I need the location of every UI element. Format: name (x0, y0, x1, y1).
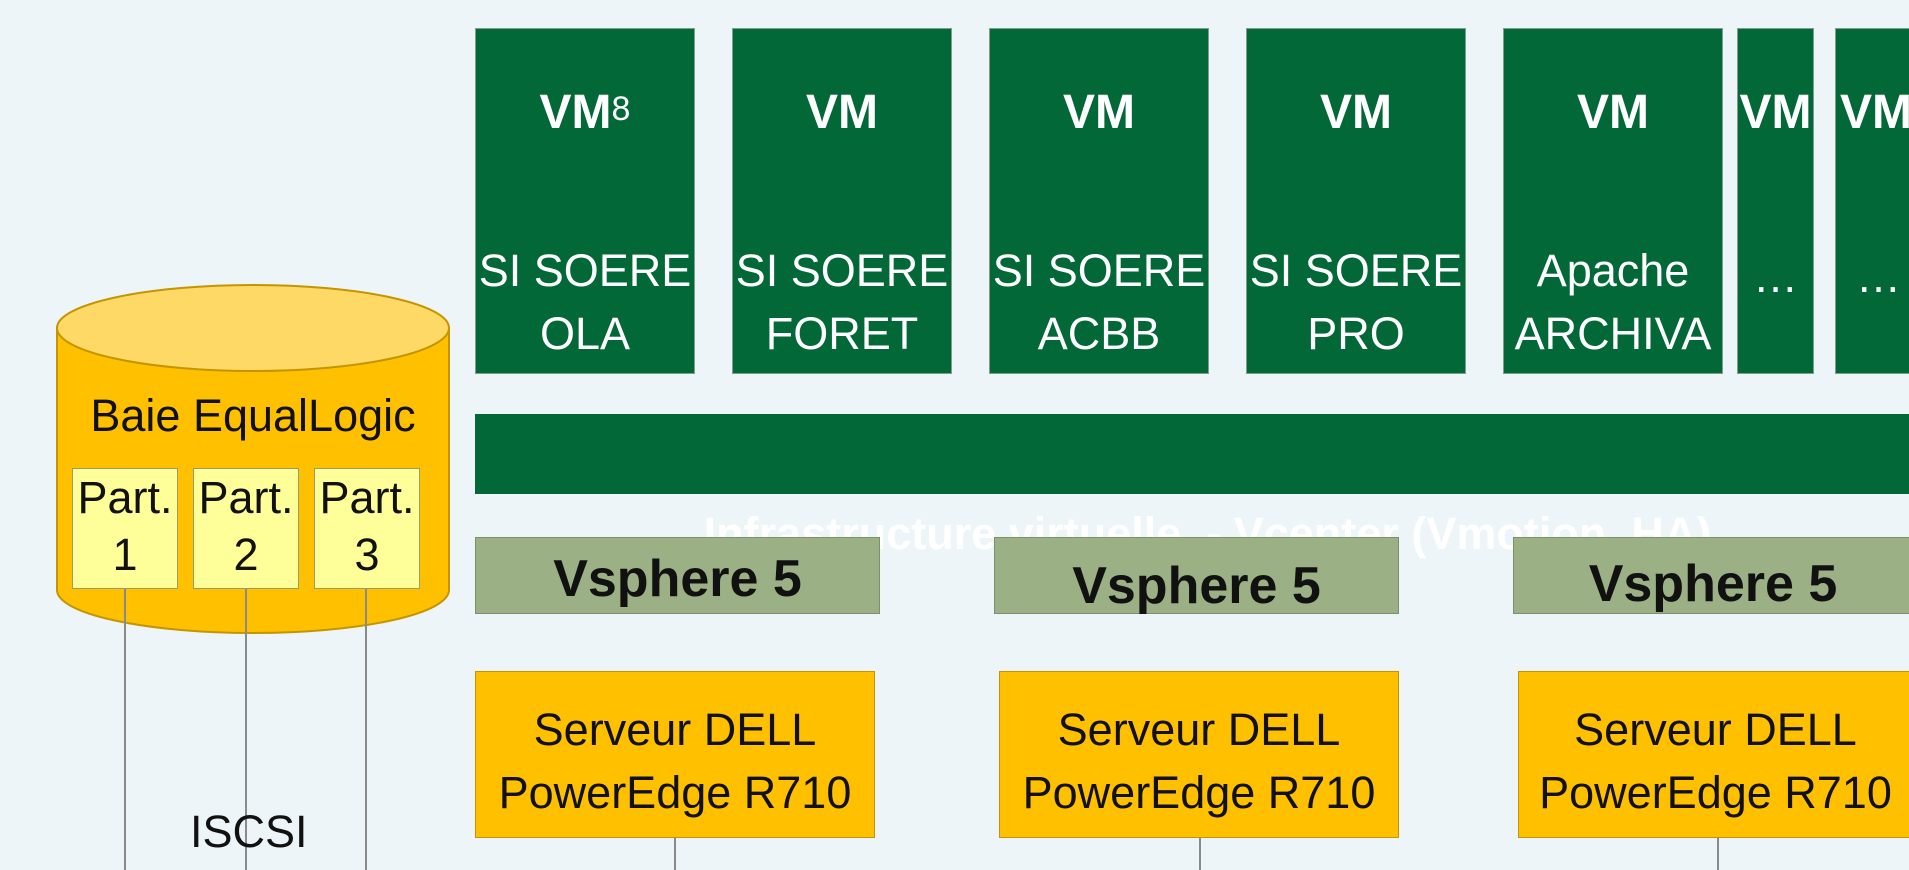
vm-title: VM (806, 86, 878, 139)
server-connector-line (1717, 838, 1719, 870)
vsphere-box-3: Vsphere 5 (1513, 537, 1909, 614)
infrastructure-bar: Infrastructure virtuelle - Vcenter (Vmot… (475, 414, 1909, 559)
vm-title: VM (1063, 86, 1135, 139)
vm-title: VM (1320, 86, 1392, 139)
footnote-superscript: 8 (611, 90, 631, 128)
vm-title: VM (1840, 86, 1909, 139)
partition-1: Part. 1 (72, 468, 178, 589)
vsphere-label: Vsphere 5 (1588, 555, 1838, 613)
vm-name: … (1753, 251, 1798, 302)
server-connector-line (674, 838, 676, 870)
vm-title: VM8 (539, 86, 631, 139)
vsphere-box-2: Vsphere 5 (994, 537, 1399, 615)
storage-label: Baie EqualLogic (90, 390, 416, 441)
vm-name: … (1856, 251, 1901, 302)
server-connector-line (1199, 838, 1201, 870)
iscsi-label: ISCSI (190, 806, 308, 857)
vm-box-ellipsis-1: VM … (1737, 28, 1814, 374)
vm-title: VM (1739, 86, 1812, 139)
vsphere-box-1: Vsphere 5 (475, 537, 880, 614)
partition-3: Part. 3 (314, 468, 420, 589)
vm-title: VM (1577, 86, 1649, 139)
vsphere-label: Vsphere 5 (1072, 557, 1321, 615)
vsphere-label: Vsphere 5 (553, 550, 802, 608)
partition-2: Part. 2 (193, 468, 299, 589)
vm-box-ellipsis-2: VM … (1835, 28, 1909, 374)
